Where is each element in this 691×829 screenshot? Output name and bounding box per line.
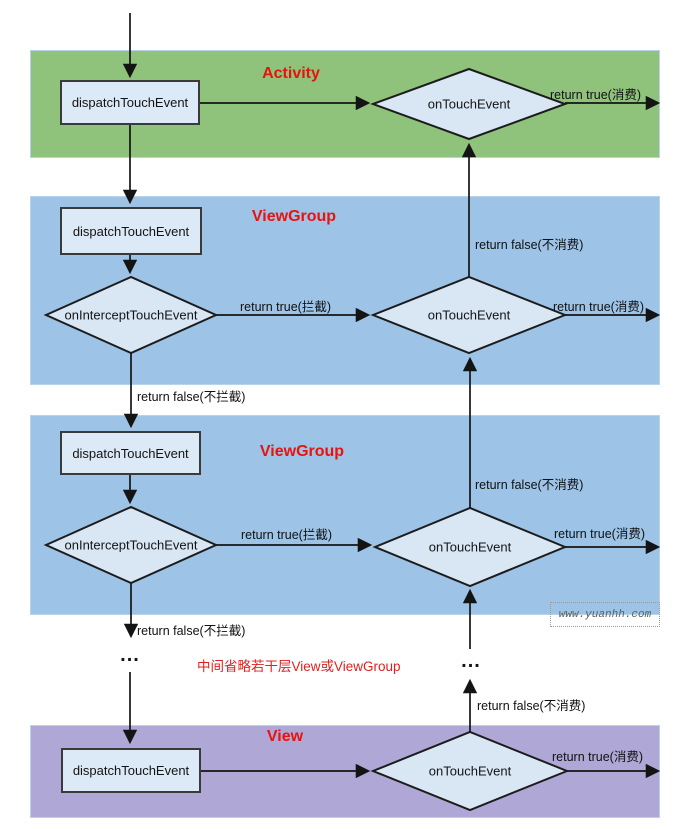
viewgroup-upper-ontouchevent-label: onTouchEvent xyxy=(427,307,511,323)
viewgroup-lower-dispatchtouchevent-box: dispatchTouchEvent xyxy=(60,431,201,475)
watermark-text: www.yuanhh.com xyxy=(558,608,652,621)
activity-dispatchtouchevent-box: dispatchTouchEvent xyxy=(60,80,200,125)
edge-label-view-not-consume: return false(不消费) xyxy=(477,699,586,713)
viewgroup-lower-ontouchevent-label: onTouchEvent xyxy=(428,539,512,555)
edge-label-vg-upper-consume: return true(消费) xyxy=(553,300,644,314)
viewgroup-upper-dispatchtouchevent-box: dispatchTouchEvent xyxy=(60,207,202,255)
edge-label-view-consume: return true(消费) xyxy=(552,750,643,764)
view-dispatchtouchevent-box: dispatchTouchEvent xyxy=(61,748,201,793)
ellipsis-right: ... xyxy=(461,650,481,672)
edge-label-vg-upper-not-consume: return false(不消费) xyxy=(475,238,584,252)
edge-label-vg-lower-not-intercept: return false(不拦截) xyxy=(137,624,246,638)
edge-label-vg-upper-intercept: return true(拦截) xyxy=(240,300,331,314)
view-dispatchtouchevent-label: dispatchTouchEvent xyxy=(72,763,190,778)
viewgroup-upper-dispatchtouchevent-label: dispatchTouchEvent xyxy=(72,223,190,239)
edge-label-activity-consume: return true(消费) xyxy=(550,88,641,102)
ellipsis-left: ... xyxy=(120,644,140,666)
edge-label-vg-upper-not-intercept: return false(不拦截) xyxy=(137,390,246,404)
activity-ontouchevent-label: onTouchEvent xyxy=(427,96,511,112)
activity-dispatchtouchevent-label: dispatchTouchEvent xyxy=(71,95,189,110)
viewgroup-upper-onintercepttouchevent-label: onInterceptTouchEvent xyxy=(64,307,198,323)
view-band-title: View xyxy=(266,728,304,745)
viewgroup-lower-onintercepttouchevent-label: onInterceptTouchEvent xyxy=(64,537,198,553)
omitted-layers-note: 中间省略若干层View或ViewGroup xyxy=(197,659,401,674)
viewgroup-lower-band-title: ViewGroup xyxy=(259,443,345,460)
watermark-box: www.yuanhh.com xyxy=(550,602,660,627)
viewgroup-upper-band-title: ViewGroup xyxy=(251,208,337,225)
activity-band-title: Activity xyxy=(262,65,320,82)
viewgroup-lower-dispatchtouchevent-label: dispatchTouchEvent xyxy=(72,445,189,461)
edge-label-vg-lower-not-consume: return false(不消费) xyxy=(475,478,584,492)
edge-label-vg-lower-intercept: return true(拦截) xyxy=(241,528,332,542)
view-ontouchevent-label: onTouchEvent xyxy=(428,763,512,779)
edge-label-vg-lower-consume: return true(消费) xyxy=(554,527,645,541)
